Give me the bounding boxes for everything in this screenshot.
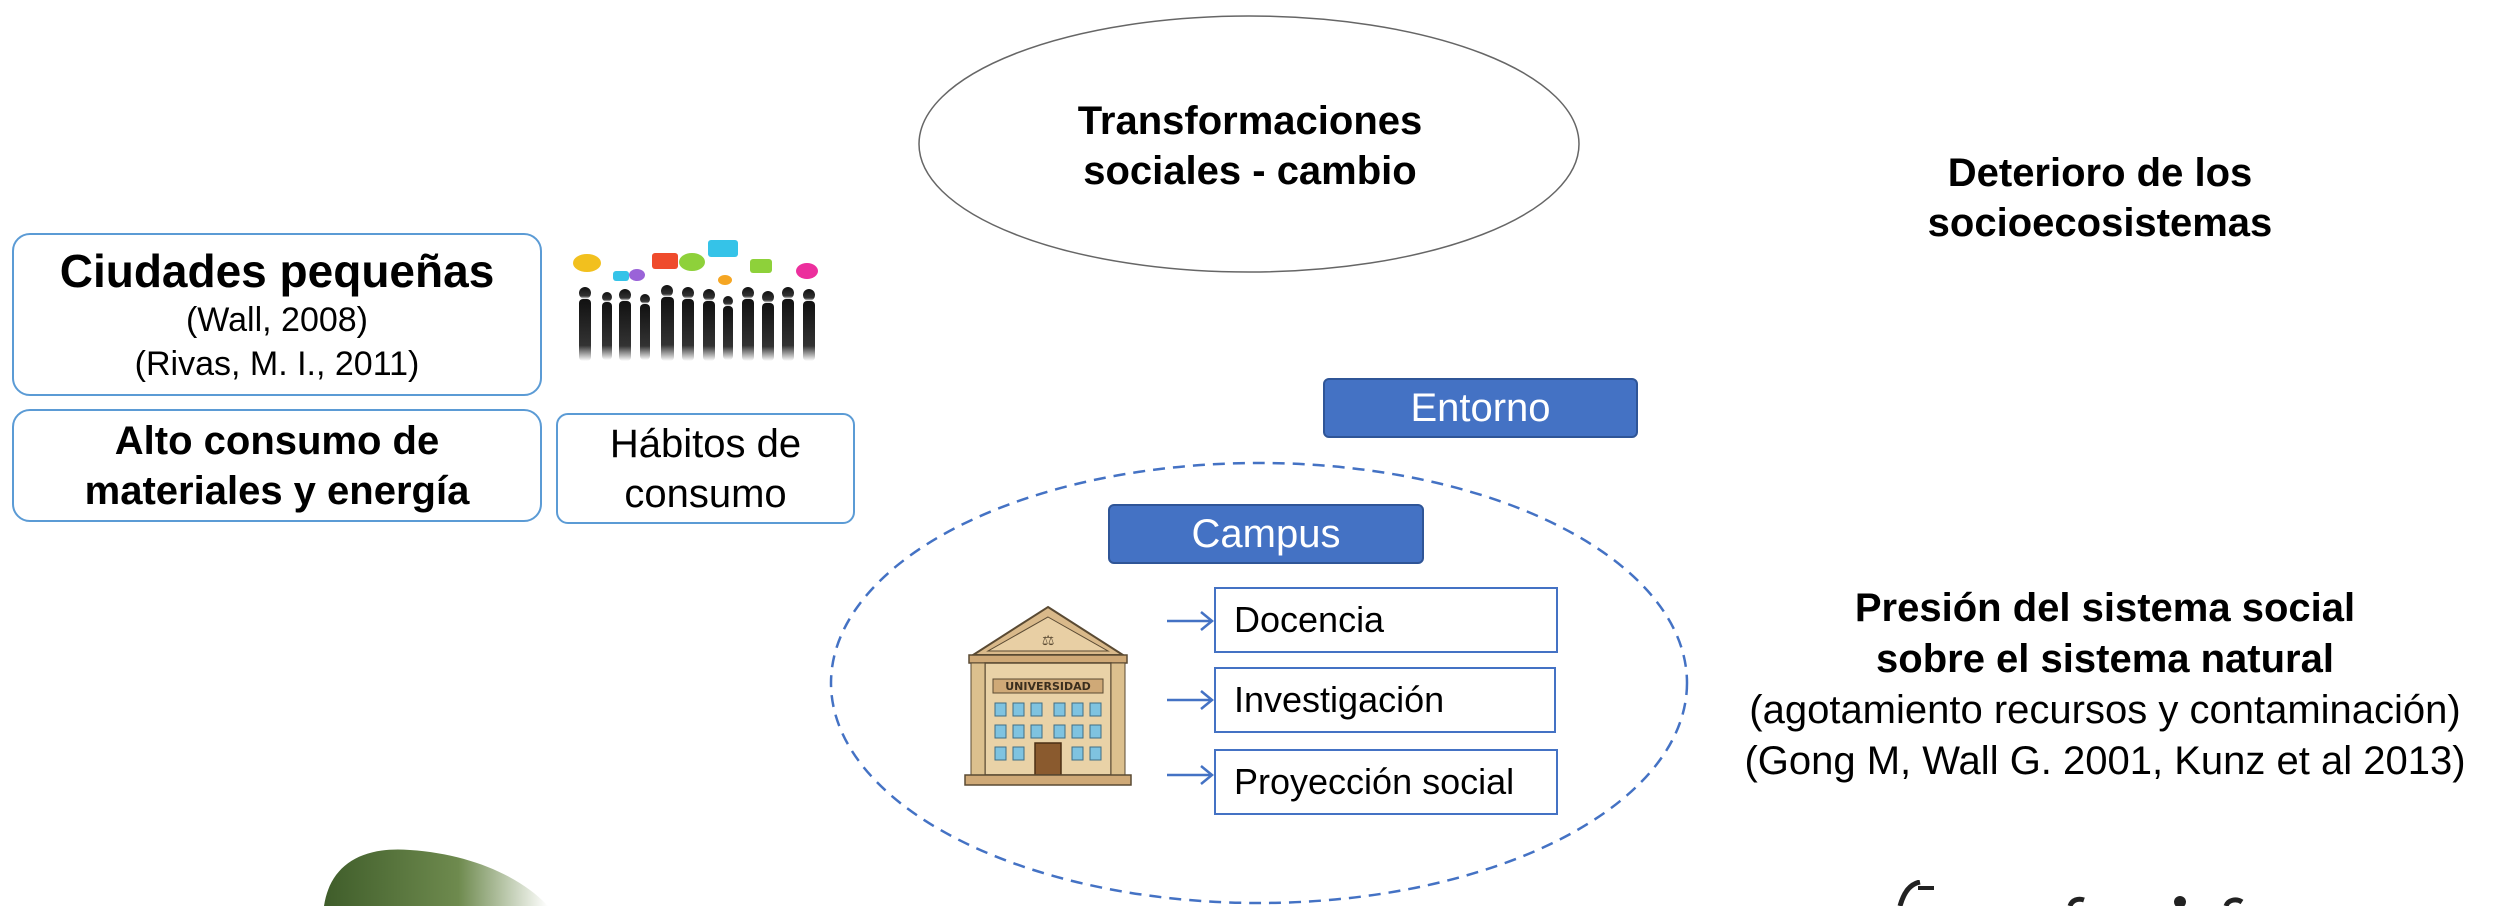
university-sign: UNIVERSIDAD (1005, 680, 1091, 693)
habitos-box: Hábitos de consumo (556, 413, 855, 524)
university-building-icon: ⚖ UNIVERSIDAD (964, 605, 1132, 786)
function-proyeccion-social: Proyección social (1214, 749, 1558, 815)
transformations-text: Transformaciones sociales - cambio (1077, 99, 1423, 193)
svg-text:⚖: ⚖ (1042, 633, 1055, 649)
function-docencia: Docencia (1214, 587, 1558, 653)
deterioro-text: Deterioro de los socioecosistemas (1927, 151, 2273, 245)
function-investigacion: Investigación (1214, 667, 1556, 733)
transformations-oval (918, 15, 1580, 273)
function-arrows (1167, 611, 1214, 785)
crowd-speech-bubbles-icon (573, 240, 818, 361)
ciudades-ref2: (Rivas, M. I., 2011) (134, 344, 420, 383)
entorno-tag: Entorno (1323, 378, 1638, 438)
presion-text: Presión del sistema social sobre el sist… (1744, 586, 2466, 783)
ciudades-title: Ciudades pequeñas (59, 244, 495, 297)
campus-tag: Campus (1108, 504, 1424, 564)
consumo-box: Alto consumo de materiales y energía (12, 409, 542, 522)
ciudades-ref1: (Wall, 2008) (185, 300, 369, 339)
leaf-image-fragment (324, 849, 548, 906)
campus-dashed-ellipse (829, 461, 1689, 905)
ciudades-box: Ciudades pequeñas (Wall, 2008) (Rivas, M… (12, 233, 542, 396)
cropped-script-text-fragment (1897, 880, 2244, 906)
